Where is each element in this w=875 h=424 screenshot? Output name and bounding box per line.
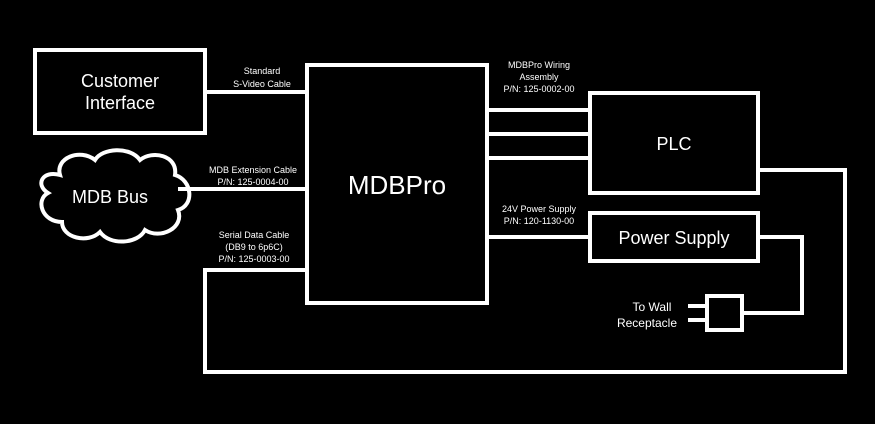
plc-block — [588, 91, 760, 195]
customer-interface-label-2: Interface — [85, 93, 155, 113]
plc-label: PLC — [656, 134, 691, 154]
mdb-bus-label: MDB Bus — [72, 187, 148, 207]
wiring-assembly-label-3: P/N: 125-0002-00 — [503, 84, 574, 94]
serial-cable-label-1: Serial Data Cable — [219, 230, 290, 240]
mdbpro-label: MDBPro — [348, 170, 446, 200]
wiring-assembly-label-1: MDBPro Wiring — [508, 60, 570, 70]
wall-power-cable-line — [742, 235, 804, 315]
wall-receptacle-label-1: To Wall — [633, 300, 672, 314]
mdb-extension-label-2: P/N: 125-0004-00 — [217, 177, 288, 187]
serial-cable-label-2: (DB9 to 6p6C) — [225, 242, 283, 252]
power-supply-label: Power Supply — [618, 228, 729, 248]
serial-cable-label-3: P/N: 125-0003-00 — [218, 254, 289, 264]
customer-interface-block — [33, 48, 207, 135]
mdb-extension-label-1: MDB Extension Cable — [209, 165, 297, 175]
power-supply-cable-label-1: 24V Power Supply — [502, 204, 577, 214]
wiring-assembly-label-2: Assembly — [519, 72, 559, 82]
customer-interface-label-1: Customer — [81, 71, 159, 91]
serial-data-cable-line — [203, 168, 847, 374]
wall-receptacle-label-2: Receptacle — [617, 316, 677, 330]
svideo-label-1: Standard — [244, 66, 281, 76]
wall-plug-icon — [705, 294, 744, 332]
mdbpro-block — [305, 63, 489, 305]
power-supply-cable-label-2: P/N: 120-1130-00 — [504, 216, 574, 226]
svideo-label-2: S-Video Cable — [233, 79, 291, 89]
mdb-bus-cloud — [39, 148, 192, 244]
